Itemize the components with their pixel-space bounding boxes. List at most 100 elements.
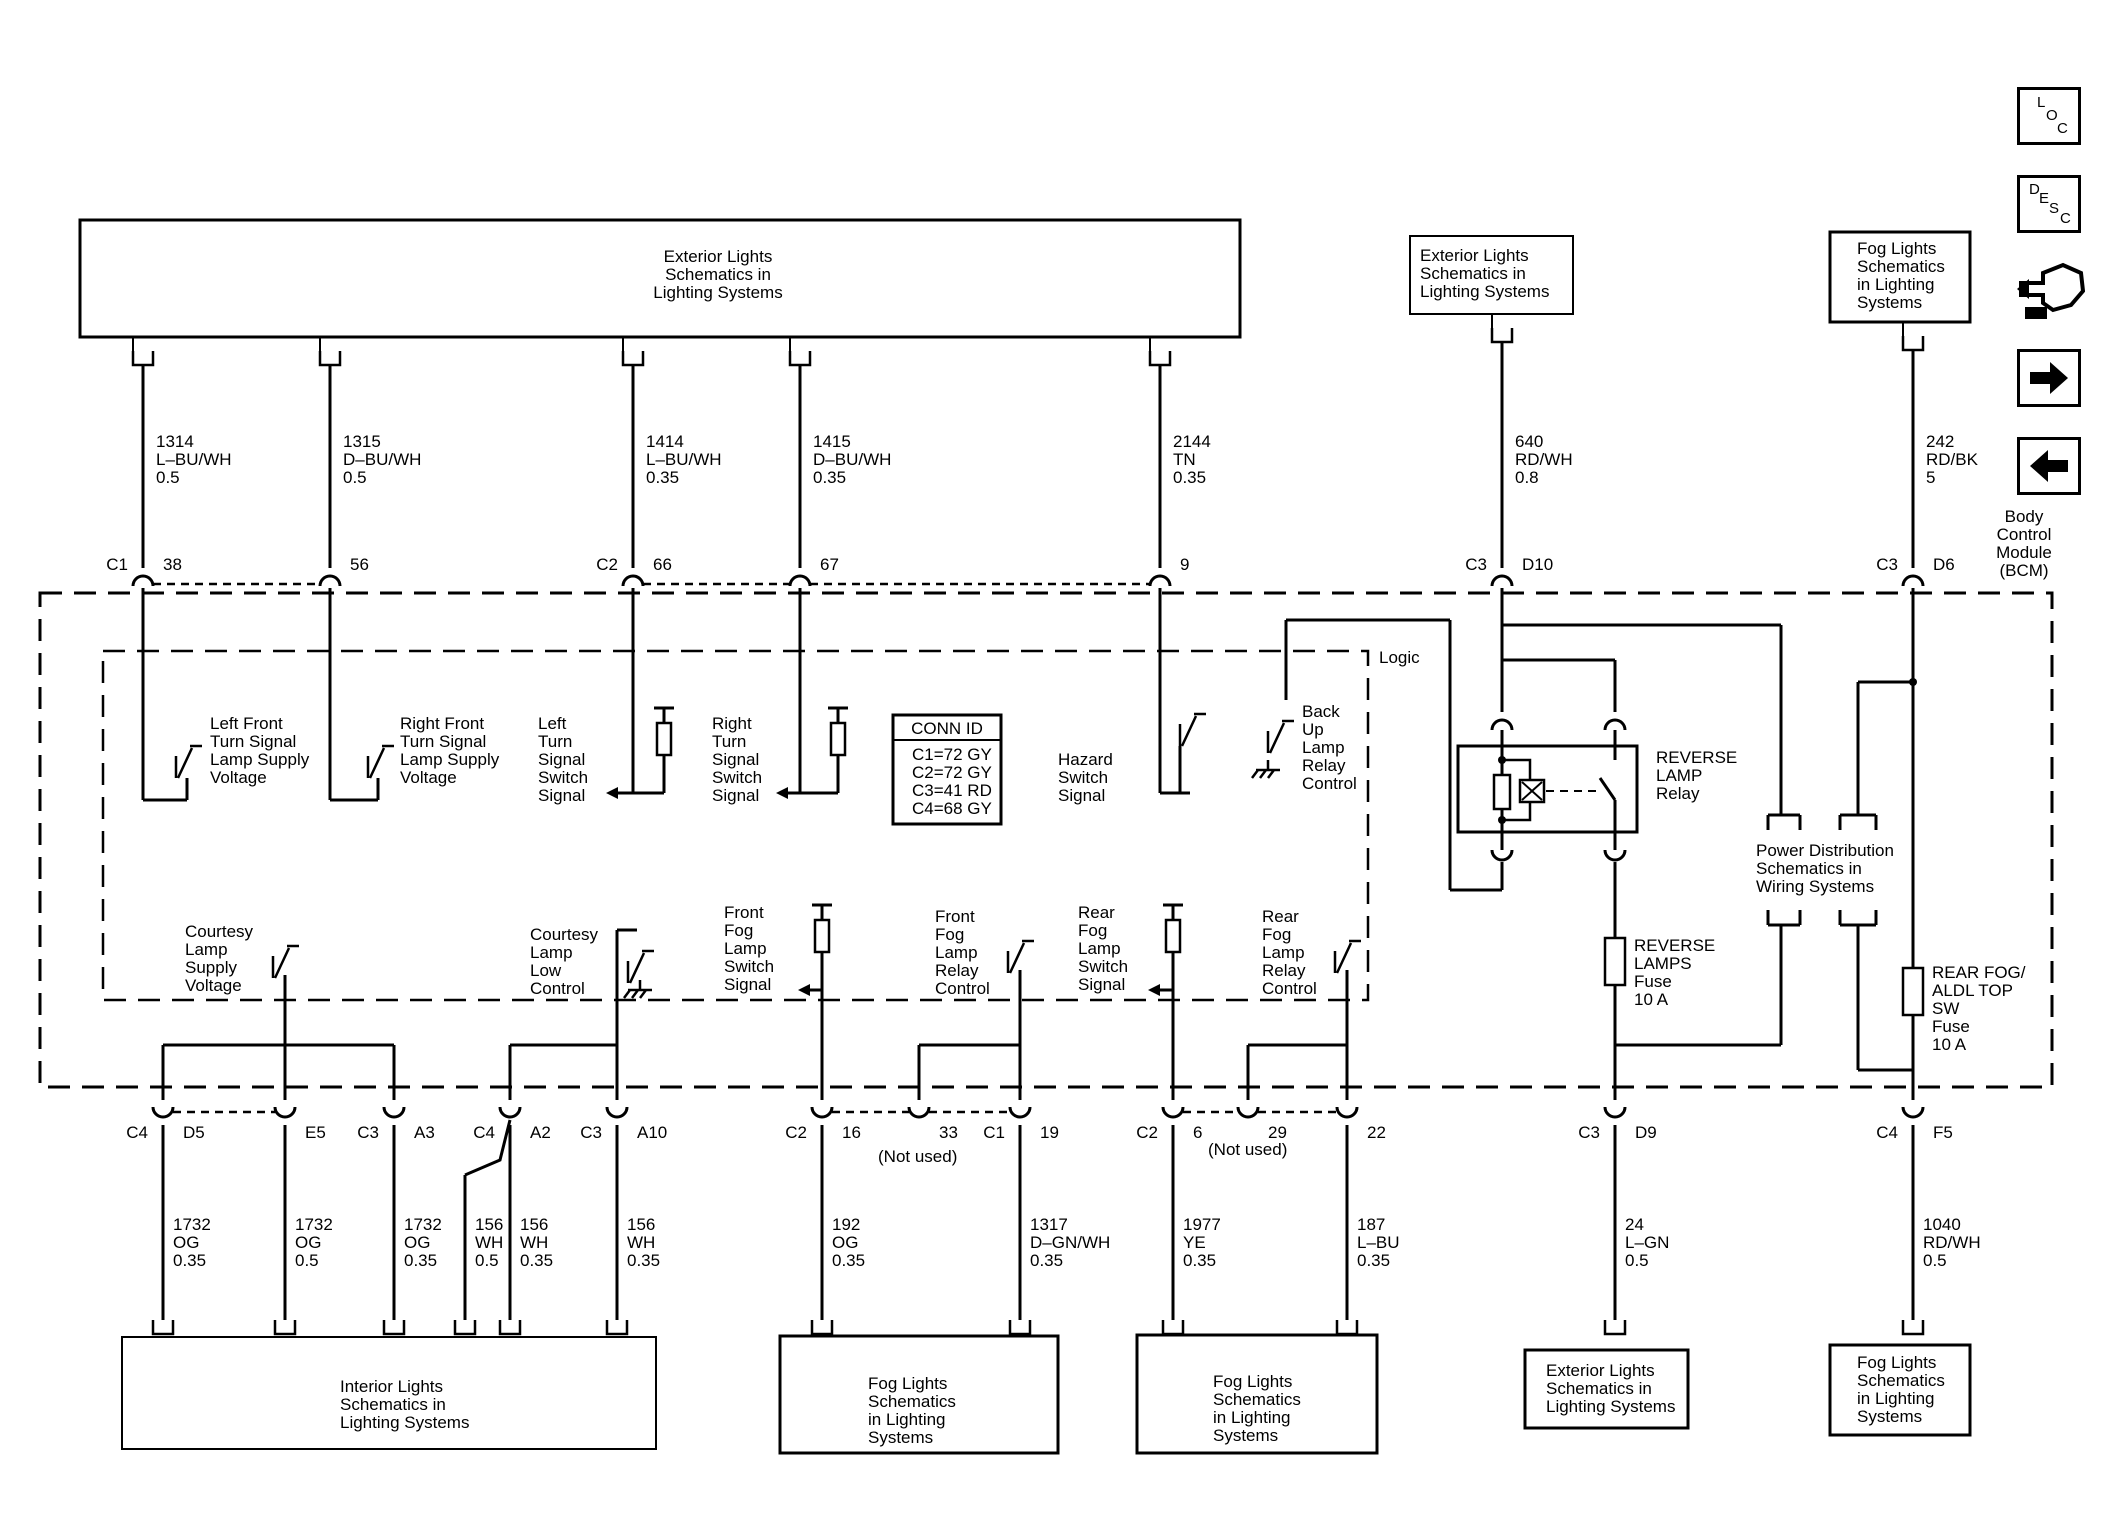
rear-fog-switch-label-line-4: Signal bbox=[1078, 975, 1125, 994]
bottom-wire-circuit-4: 156 bbox=[520, 1215, 548, 1234]
courtesy-low-ground-icon bbox=[623, 980, 652, 999]
bottom-wire-color-2: OG bbox=[404, 1233, 430, 1252]
front-fog-relay-switch-icon bbox=[1006, 939, 1034, 974]
front-fog-relay-label-line-4: Control bbox=[935, 979, 990, 998]
bottom-terminal-0 bbox=[151, 1320, 175, 1336]
backup-label-line-4: Control bbox=[1302, 774, 1357, 793]
exterior-lights-bottom-box bbox=[1523, 1348, 1690, 1430]
bottom-terminal-11 bbox=[1901, 1320, 1925, 1336]
exterior-lights-top-box bbox=[78, 218, 1242, 339]
bottom-terminal-3 bbox=[453, 1320, 477, 1336]
relay-pin-1 bbox=[1490, 718, 1514, 731]
desc-icon[interactable]: D E S C bbox=[2017, 175, 2081, 233]
top-wire-gauge-4: 0.35 bbox=[1173, 468, 1206, 487]
conn-id-row-2: C3=41 RD bbox=[912, 781, 992, 800]
bottom-wire-color-6: OG bbox=[832, 1233, 858, 1252]
top-wire-circuit-6: 242 bbox=[1926, 432, 1954, 451]
courtesy-low-label-line-2: Low bbox=[530, 961, 562, 980]
front-fog-switch-label-line-1: Fog bbox=[724, 921, 753, 940]
conn-id-title: CONN ID bbox=[911, 719, 983, 738]
pd-label-line-2: Wiring Systems bbox=[1756, 877, 1874, 896]
bottom-pin-2 bbox=[382, 1106, 406, 1119]
rf-turn-label-line-3: Voltage bbox=[400, 768, 457, 787]
bottom-pin-num-6: 33 bbox=[939, 1123, 958, 1142]
bottom-box-label-2-line-0: Fog Lights bbox=[1213, 1372, 1292, 1391]
courtesy-low-label-line-3: Control bbox=[530, 979, 585, 998]
top-pin-num-2: 66 bbox=[653, 555, 672, 574]
bottom-wire-gauge-9: 0.35 bbox=[1357, 1251, 1390, 1270]
loc-icon[interactable]: L O C bbox=[2017, 87, 2081, 145]
bottom-wire-color-1: OG bbox=[295, 1233, 321, 1252]
lf-turn-label-line-3: Voltage bbox=[210, 768, 267, 787]
fog-lights-right-box bbox=[1828, 230, 1972, 324]
rear-fog-fuse-label-line-1: ALDL TOP bbox=[1932, 981, 2013, 1000]
rf-turn-label-line-1: Turn Signal bbox=[400, 732, 486, 751]
bottom-pin-10 bbox=[1335, 1106, 1359, 1119]
bcm-label-line-3: (BCM) bbox=[1999, 561, 2048, 580]
bottom-box-label-2-line-2: in Lighting bbox=[1213, 1408, 1291, 1427]
rear-fog-fuse-label-line-4: 10 A bbox=[1932, 1035, 1967, 1054]
backup-label-line-3: Relay bbox=[1302, 756, 1346, 775]
bottom-wire-circuit-11: 1040 bbox=[1923, 1215, 1961, 1234]
top-pin-2 bbox=[621, 574, 645, 587]
top-wire-color-0: L–BU/WH bbox=[156, 450, 232, 469]
bottom-box-label-2-line-1: Schematics bbox=[1213, 1390, 1301, 1409]
courtesy-supply-label-line-2: Supply bbox=[185, 958, 237, 977]
bottom-box-label-4-line-1: Schematics bbox=[1857, 1371, 1945, 1390]
rear-fog-arrow-icon bbox=[1148, 984, 1160, 996]
bottom-pin-11 bbox=[1603, 1106, 1627, 1119]
top-pin-num-1: 56 bbox=[350, 555, 369, 574]
right-turn-pullup-icon bbox=[829, 721, 847, 757]
left-turn-arrow-icon bbox=[606, 787, 618, 799]
next-arrow-icon[interactable] bbox=[2017, 349, 2081, 407]
relay-pin-4 bbox=[1603, 849, 1627, 862]
bottom-wire-circuit-6: 192 bbox=[832, 1215, 860, 1234]
relay-pin-2 bbox=[1603, 718, 1627, 731]
bottom-pin-conn-5: C2 bbox=[785, 1123, 807, 1142]
hazard-switch-icon bbox=[1178, 712, 1206, 747]
ext-right-label-line-0: Exterior Lights bbox=[1420, 246, 1529, 265]
connector-icon[interactable] bbox=[2013, 255, 2086, 330]
front-fog-switch-label-line-0: Front bbox=[724, 903, 764, 922]
bottom-pin-9 bbox=[1236, 1106, 1260, 1119]
courtesy-supply-label-line-3: Voltage bbox=[185, 976, 242, 995]
bottom-box-label-0-line-0: Interior Lights bbox=[340, 1377, 443, 1396]
front-fog-switch-label-line-4: Signal bbox=[724, 975, 771, 994]
bottom-pin-num-7: 19 bbox=[1040, 1123, 1059, 1142]
prev-arrow-icon[interactable] bbox=[2017, 437, 2081, 495]
bottom-wire-color-0: OG bbox=[173, 1233, 199, 1252]
rear-fog-switch-label-line-3: Switch bbox=[1078, 957, 1128, 976]
bottom-wire-color-4: WH bbox=[520, 1233, 548, 1252]
backup-switch-icon bbox=[1266, 719, 1294, 754]
bottom-box-label-4-line-0: Fog Lights bbox=[1857, 1353, 1936, 1372]
right-turn-label-line-3: Switch bbox=[712, 768, 762, 787]
top-pin-4 bbox=[1148, 574, 1172, 587]
top-terminal-6 bbox=[1901, 336, 1925, 352]
bottom-pin-num-12: F5 bbox=[1933, 1123, 1953, 1142]
top-pin-conn-0: C1 bbox=[106, 555, 128, 574]
relay-coil-lead bbox=[1502, 758, 1532, 822]
bottom-wire-gauge-6: 0.35 bbox=[832, 1251, 865, 1270]
splice-a2 bbox=[464, 1119, 512, 1177]
top-wire-gauge-0: 0.5 bbox=[156, 468, 180, 487]
bottom-pin-conn-2: C3 bbox=[357, 1123, 379, 1142]
bottom-pin-conn-11: C3 bbox=[1578, 1123, 1600, 1142]
bottom-wire-gauge-11: 0.5 bbox=[1923, 1251, 1947, 1270]
fog-right-label-line-0: Fog Lights bbox=[1857, 239, 1936, 258]
bottom-pin-conn-8: C2 bbox=[1136, 1123, 1158, 1142]
bottom-pin-num-4: A10 bbox=[637, 1123, 667, 1142]
courtesy-low-label-line-1: Lamp bbox=[530, 943, 573, 962]
bottom-box-label-1-line-2: in Lighting bbox=[868, 1410, 946, 1429]
top-wire-circuit-0: 1314 bbox=[156, 432, 194, 451]
bottom-pin-1 bbox=[273, 1106, 297, 1119]
bottom-terminal-10 bbox=[1603, 1320, 1627, 1336]
bottom-wire-gauge-5: 0.35 bbox=[627, 1251, 660, 1270]
top-pin-5 bbox=[1490, 574, 1514, 587]
ext-right-label-line-1: Schematics in bbox=[1420, 264, 1526, 283]
bottom-box-label-3-line-1: Schematics in bbox=[1546, 1379, 1652, 1398]
top-pin-1 bbox=[318, 574, 342, 587]
conn-id-box bbox=[891, 713, 1003, 826]
rear-fog-pullup-icon bbox=[1164, 918, 1182, 954]
ext-right-label-line-2: Lighting Systems bbox=[1420, 282, 1549, 301]
